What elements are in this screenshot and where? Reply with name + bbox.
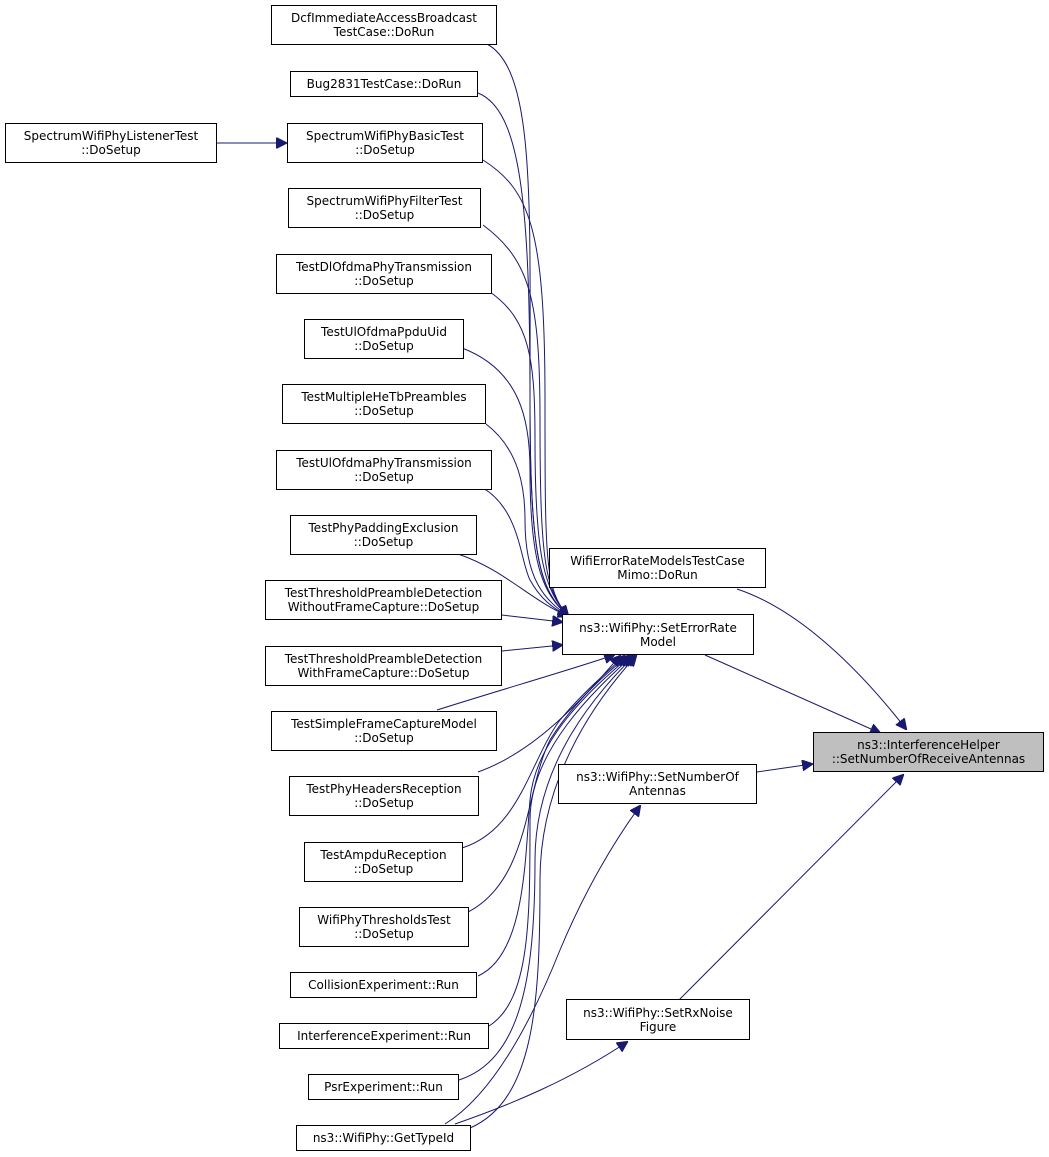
edge-interf-to-seterr — [488, 656, 632, 1027]
node-bug2831-doRun[interactable]: Bug2831TestCase::DoRun — [290, 71, 478, 97]
node-mimo-doRun[interactable]: WifiErrorRateModelsTestCase Mimo::DoRun — [549, 548, 766, 588]
node-line: ns3::WifiPhy::SetErrorRate — [579, 620, 737, 635]
node-line: SpectrumWifiPhyListenerTest — [23, 129, 199, 143]
node-line: ::DoSetup — [81, 143, 141, 157]
edge-typeid-to-seterr — [469, 656, 636, 1129]
node-ulppdu-doSetup[interactable]: TestUlOfdmaPpduUid ::DoSetup — [304, 319, 464, 359]
node-line: ::DoSetup — [354, 927, 414, 941]
node-line: ::DoSetup — [354, 404, 414, 418]
node-line: TestAmpduReception — [320, 848, 447, 862]
edge-threshwith-to-seterr — [501, 645, 562, 652]
node-set-rx-noise-figure[interactable]: ns3::WifiPhy::SetRxNoise Figure — [566, 999, 750, 1040]
edge-dlofdma-to-seterr — [489, 291, 568, 616]
node-interf-run[interactable]: InterferenceExperiment::Run — [279, 1023, 489, 1049]
node-set-error-rate-model[interactable]: ns3::WifiPhy::SetErrorRate Model — [562, 614, 754, 655]
node-line: TestSimpleFrameCaptureModel — [291, 717, 477, 731]
edge-threshwo-to-seterr — [501, 614, 562, 622]
node-line: WifiErrorRateModelsTestCase — [570, 554, 745, 568]
node-line: ::DoSetup — [353, 535, 414, 549]
node-line: ::DoSetup — [354, 731, 414, 745]
edge-setnum-to-target — [756, 764, 812, 773]
node-basic-doSetup[interactable]: SpectrumWifiPhyBasicTest ::DoSetup — [287, 123, 483, 163]
node-line: ::DoSetup — [353, 862, 414, 876]
edge-ampdu-to-seterr — [461, 656, 624, 849]
edge-multihe-to-seterr — [485, 423, 568, 616]
node-psr-run[interactable]: PsrExperiment::Run — [308, 1074, 459, 1100]
node-line: ::DoSetup — [354, 796, 414, 810]
node-dlofdma-doSetup[interactable]: TestDlOfdmaPhyTransmission ::DoSetup — [276, 254, 492, 294]
node-threshwo-doSetup[interactable]: TestThresholdPreambleDetection WithoutFr… — [265, 580, 502, 620]
node-line: DcfImmediateAccessBroadcast — [291, 11, 477, 25]
node-line: WithFrameCapture::DoSetup — [297, 666, 470, 680]
edge-psr-to-seterr — [458, 656, 634, 1081]
node-simplefc-doSetup[interactable]: TestSimpleFrameCaptureModel ::DoSetup — [271, 711, 497, 751]
node-line: TestThresholdPreambleDetection — [284, 652, 483, 666]
edge-simplefc-to-seterr — [436, 655, 614, 711]
node-line: InterferenceExperiment::Run — [297, 1029, 471, 1043]
node-line: ns3::WifiPhy::SetNumberOf — [576, 770, 739, 784]
node-ulofdma-doSetup[interactable]: TestUlOfdmaPhyTransmission ::DoSetup — [276, 450, 492, 490]
edge-mimo-to-target — [736, 588, 906, 729]
node-line: Bug2831TestCase::DoRun — [306, 77, 462, 91]
node-listener-doSetup[interactable]: SpectrumWifiPhyListenerTest ::DoSetup — [5, 123, 217, 163]
node-line: ::DoSetup — [354, 274, 414, 288]
node-line: ::DoSetup — [354, 339, 414, 353]
edge-seterr-to-target — [704, 654, 880, 733]
edge-dcf-to-seterr — [486, 43, 568, 616]
node-line: SpectrumWifiPhyBasicTest — [306, 129, 464, 143]
node-collision-run[interactable]: CollisionExperiment::Run — [290, 972, 477, 998]
node-ampdu-doSetup[interactable]: TestAmpduReception ::DoSetup — [304, 842, 463, 882]
node-line: TestThresholdPreambleDetection — [284, 586, 483, 600]
node-set-number-of-antennas[interactable]: ns3::WifiPhy::SetNumberOf Antennas — [558, 764, 757, 804]
node-multihe-doSetup[interactable]: TestMultipleHeTbPreambles ::DoSetup — [282, 384, 486, 424]
node-line: ns3::WifiPhy::GetTypeId — [312, 1131, 455, 1145]
node-line: ::DoSetup — [354, 208, 415, 222]
edge-ulppdu-to-seterr — [461, 347, 568, 616]
node-line: SpectrumWifiPhyFilterTest — [306, 194, 463, 208]
node-line: TestMultipleHeTbPreambles — [301, 390, 467, 404]
edge-ulofdma-to-seterr — [482, 487, 568, 616]
node-line: Model — [639, 634, 677, 649]
node-line: TestCase::DoRun — [333, 25, 435, 39]
edge-typeid-to-setnum — [444, 806, 640, 1125]
node-padding-doSetup[interactable]: TestPhyPaddingExclusion ::DoSetup — [290, 515, 477, 555]
node-line: TestUlOfdmaPhyTransmission — [296, 456, 472, 470]
node-line: ::SetNumberOfReceiveAntennas — [831, 752, 1026, 766]
node-line: TestPhyHeadersReception — [306, 782, 462, 796]
node-line: WifiPhyThresholdsTest — [317, 913, 451, 927]
node-typeid[interactable]: ns3::WifiPhy::GetTypeId — [296, 1125, 471, 1151]
edge-padding-to-seterr — [457, 553, 568, 616]
edge-collision-to-seterr — [477, 656, 630, 977]
edge-setrx-to-target — [678, 775, 903, 1001]
node-line: Antennas — [629, 784, 686, 798]
node-threshwith-doSetup[interactable]: TestThresholdPreambleDetection WithFrame… — [265, 646, 502, 686]
node-line: TestUlOfdmaPpduUid — [321, 325, 447, 339]
node-line: TestPhyPaddingExclusion — [308, 521, 459, 535]
node-headers-doSetup[interactable]: TestPhyHeadersReception ::DoSetup — [289, 776, 479, 816]
edge-typeid-to-setrx — [454, 1042, 627, 1125]
edge-bug2831-to-seterr — [477, 92, 568, 616]
node-line: CollisionExperiment::Run — [308, 978, 459, 992]
node-line: WithoutFrameCapture::DoSetup — [287, 600, 480, 614]
node-line: Mimo::DoRun — [617, 568, 698, 582]
node-line: Figure — [639, 1019, 677, 1034]
node-dcf-doRun[interactable]: DcfImmediateAccessBroadcast TestCase::Do… — [271, 5, 497, 45]
node-line: ::DoSetup — [354, 470, 414, 484]
node-filter-doSetup[interactable]: SpectrumWifiPhyFilterTest ::DoSetup — [288, 188, 481, 228]
node-line: PsrExperiment::Run — [324, 1080, 443, 1094]
node-set-number-of-receive-antennas: ns3::InterferenceHelper ::SetNumberOfRec… — [813, 732, 1044, 772]
node-line: ::DoSetup — [355, 143, 415, 157]
node-line: ns3::WifiPhy::SetRxNoise — [583, 1005, 733, 1020]
node-thresholds-doSetup[interactable]: WifiPhyThresholdsTest ::DoSetup — [299, 907, 469, 947]
node-line: TestDlOfdmaPhyTransmission — [296, 260, 472, 274]
node-line: ns3::InterferenceHelper — [857, 738, 1000, 752]
